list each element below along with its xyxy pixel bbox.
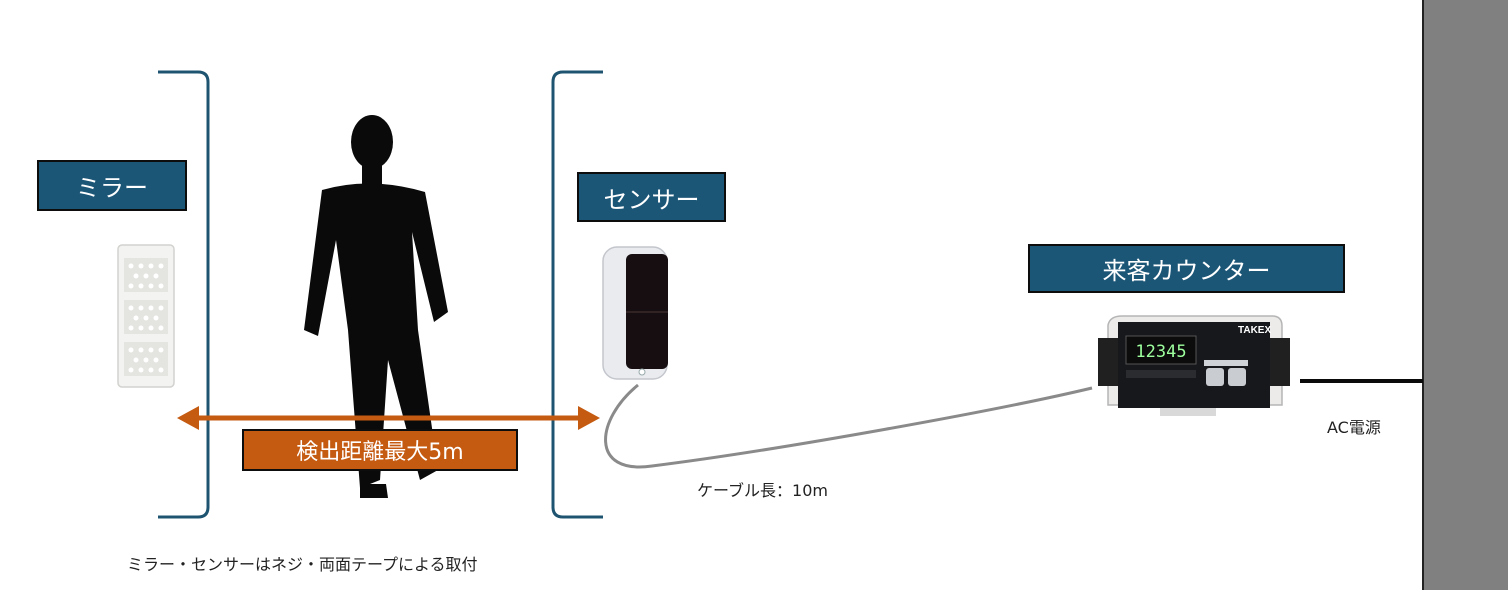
left-bracket	[158, 70, 210, 519]
sensor-device	[602, 246, 668, 380]
counter-display: 12345	[1135, 342, 1186, 362]
counter-brand: TAKEX	[1238, 325, 1271, 336]
visitor-counter-device	[1098, 315, 1290, 416]
ac-power-text: AC電源	[1327, 418, 1381, 437]
person-silhouette	[304, 115, 448, 498]
sensor-cable	[604, 383, 1093, 469]
mirror-reflector	[117, 244, 175, 388]
mirror-label: ミラー	[37, 160, 187, 211]
cable-length-text: ケーブル長：10m	[697, 481, 828, 500]
mounting-note: ミラー・センサーはネジ・両面テープによる取付	[127, 555, 478, 574]
sensor-label: センサー	[577, 172, 726, 222]
right-bracket	[551, 70, 603, 519]
detection-distance-label: 検出距離最大5m	[242, 429, 518, 471]
counter-label: 来客カウンター	[1028, 244, 1345, 293]
wall	[1422, 0, 1508, 590]
detection-distance-arrow	[177, 406, 600, 430]
